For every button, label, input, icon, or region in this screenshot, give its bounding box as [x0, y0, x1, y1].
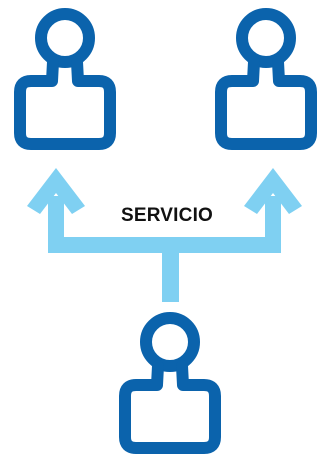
service-label: SERVICIO [120, 205, 214, 226]
person-icon-top-left [20, 14, 110, 144]
person-icon-bottom [125, 318, 215, 448]
center-stem [162, 237, 179, 302]
connector-arrows [27, 168, 302, 302]
person-icon-top-right [221, 14, 311, 144]
left-arrow-head [27, 168, 85, 214]
right-arrow-head [244, 168, 302, 214]
